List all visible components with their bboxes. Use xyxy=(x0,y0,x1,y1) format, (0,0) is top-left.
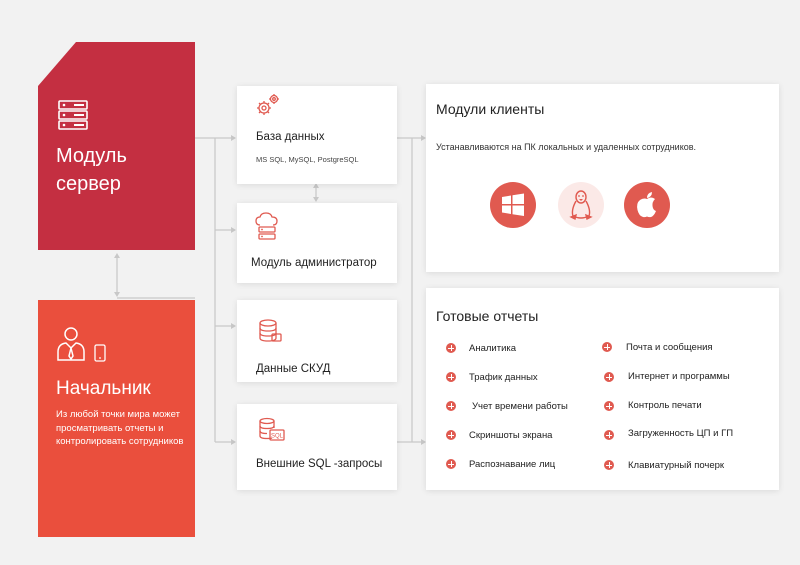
plus-icon xyxy=(446,372,456,382)
report-item: Скриншоты экрана xyxy=(469,430,553,441)
plus-icon xyxy=(604,430,614,440)
server-module-block: Модуль сервер xyxy=(38,42,195,250)
report-item: Аналитика xyxy=(469,343,517,354)
admin-module-card: Модуль администратор xyxy=(237,203,397,283)
report-item: Интернет и программы xyxy=(628,371,730,382)
cloud-server-icon xyxy=(255,212,278,240)
plus-icon xyxy=(446,459,456,469)
database-icon xyxy=(259,319,282,342)
server-icon xyxy=(58,100,88,130)
phone-icon xyxy=(94,344,106,362)
manager-title: Начальник xyxy=(56,378,151,399)
apple-icon xyxy=(624,182,670,228)
server-title-line1: Модуль xyxy=(56,145,127,167)
plus-icon xyxy=(604,401,614,411)
access-control-card: Данные СКУД xyxy=(237,300,397,382)
report-item: Клавиатурный почерк xyxy=(628,460,725,471)
database-title: База данных xyxy=(256,131,325,143)
server-title: Модуль сервер xyxy=(56,142,186,198)
access-control-title: Данные СКУД xyxy=(256,363,331,375)
linux-icon xyxy=(558,182,604,228)
reports-title: Готовые отчеты xyxy=(436,308,539,324)
report-item: Распознавание лиц xyxy=(469,459,556,470)
server-title-line2: сервер xyxy=(56,173,121,195)
plus-icon xyxy=(446,343,456,353)
plus-icon xyxy=(602,342,612,352)
report-item: Почта и сообщения xyxy=(626,342,713,353)
gears-icon xyxy=(257,94,279,115)
sql-queries-card: SQL Внешние SQL -запросы xyxy=(237,404,397,490)
database-subtitle: MS SQL, MySQL, PostgreSQL xyxy=(256,155,359,164)
manager-person-icon xyxy=(57,327,85,361)
client-modules-description: Устанавливаются на ПК локальных и удален… xyxy=(436,142,697,152)
report-item: Загруженность ЦП и ГП xyxy=(628,428,734,439)
manager-description: Из любой точки мира может просматривать … xyxy=(56,409,184,447)
sql-queries-title: Внешние SQL -запросы xyxy=(256,458,383,470)
client-modules-title: Модули клиенты xyxy=(436,101,545,117)
reports-panel: Готовые отчеты Аналитика Трафик данных У… xyxy=(426,288,779,490)
client-modules-panel: Модули клиенты Устанавливаются на ПК лок… xyxy=(426,84,779,272)
report-item: Контроль печати xyxy=(628,400,702,411)
manager-block: Начальник Из любой точки мира может прос… xyxy=(38,300,195,537)
plus-icon xyxy=(446,401,456,411)
report-item: Учет времени работы xyxy=(472,401,568,412)
sql-database-icon: SQL xyxy=(259,417,285,441)
plus-icon xyxy=(604,372,614,382)
svg-text:SQL: SQL xyxy=(271,434,284,440)
database-card: База данных MS SQL, MySQL, PostgreSQL xyxy=(237,86,397,184)
plus-icon xyxy=(446,430,456,440)
windows-icon xyxy=(490,182,536,228)
report-item: Трафик данных xyxy=(469,372,538,383)
admin-module-title: Модуль администратор xyxy=(251,257,377,269)
plus-icon xyxy=(604,460,614,470)
